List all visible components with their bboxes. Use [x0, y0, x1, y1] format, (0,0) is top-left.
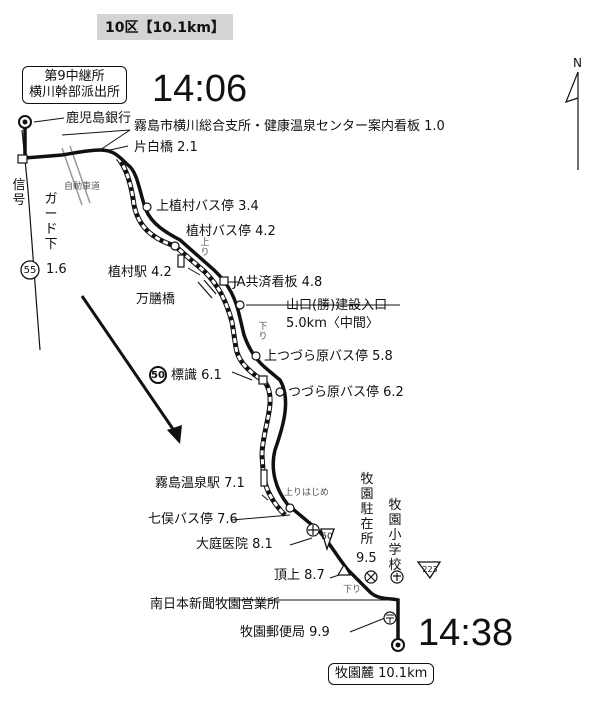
route-55-shield-icon [20, 260, 40, 280]
route-223-number: 223 [422, 565, 438, 574]
north-label: N [573, 56, 582, 70]
section-title: 10区【10.1km】 [97, 14, 233, 40]
route-50-road-icon [320, 528, 335, 552]
manzen-bridge-label: 万膳橋 [136, 292, 176, 307]
up-direction-label: 上り [200, 238, 210, 258]
kamiuemura-bus-label: 上植村バス停 3.4 [156, 199, 259, 214]
route-55-number: 55 [23, 265, 37, 276]
route-50-number-sign: 50 [151, 370, 165, 381]
uphill-start-label: 上りはじめ [284, 488, 330, 498]
uemura-bus-label: 植村バス停 4.2 [186, 224, 276, 239]
finish-time: 14:38 [418, 612, 514, 654]
newspaper-office-label: 南日本新聞牧園営業所 [150, 597, 281, 612]
kirishima-sign-label: 霧島市横川総合支所・健康温泉センター案内看板 1.0 [134, 119, 445, 134]
police-km-label: 9.5 [356, 551, 377, 566]
north-arrow-icon [564, 71, 579, 170]
sign-label: 標識 6.1 [171, 368, 222, 383]
finish-relay-box: 牧園麓 10.1km [328, 663, 435, 685]
start-box-line1: 第9中継所 [44, 69, 105, 84]
expressway-label: 自動車道 [64, 182, 101, 192]
down2-direction-label: 下り [343, 585, 362, 595]
expressway [61, 147, 83, 206]
uemura-station-label: 植村駅 4.2 [108, 265, 172, 280]
ja-sign-label: JA共済看板 4.8 [233, 275, 323, 290]
railway-line [115, 156, 287, 517]
tsuzurahara-bus-label: つづら原バス停 6.2 [288, 385, 404, 400]
shichimata-bus-label: 七俣バス停 7.6 [148, 512, 238, 527]
start-relay-box: 第9中継所 横川幹部派出所 [22, 66, 128, 104]
start-box-line2: 横川幹部派出所 [29, 85, 121, 100]
post-office-label: 牧園郵便局 9.9 [240, 625, 330, 640]
guard-under-label: ガード下 [44, 192, 58, 252]
katashiro-bridge-label: 片白橋 2.1 [134, 140, 198, 155]
midpoint-label: 5.0km〈中間〉 [286, 316, 379, 331]
direction-arrow [80, 295, 177, 433]
police-box-label: 牧園駐在所 [360, 472, 374, 547]
oniwa-clinic-label: 大庭医院 8.1 [196, 537, 273, 552]
kagoshima-bank-label: 鹿児島銀行 [66, 111, 132, 126]
guard-km-label: 1.6 [46, 262, 67, 277]
school-label: 牧園小学校 [388, 498, 402, 573]
start-time: 14:06 [152, 68, 248, 110]
kirishima-onsen-station-label: 霧島温泉駅 7.1 [155, 476, 245, 491]
yamaguchi-entrance-label: 山口(勝)建設入口 [286, 298, 388, 313]
down-direction-label: 下り [258, 322, 268, 342]
route-50-number-road: 50 [321, 532, 333, 542]
signal-label: 信号 [12, 178, 26, 208]
summit-label: 頂上 8.7 [274, 568, 325, 583]
route-50-shield-icon [149, 366, 167, 384]
kamitsuzurahara-bus-label: 上つづら原バス停 5.8 [264, 349, 393, 364]
route-223-shield-icon [416, 561, 442, 580]
